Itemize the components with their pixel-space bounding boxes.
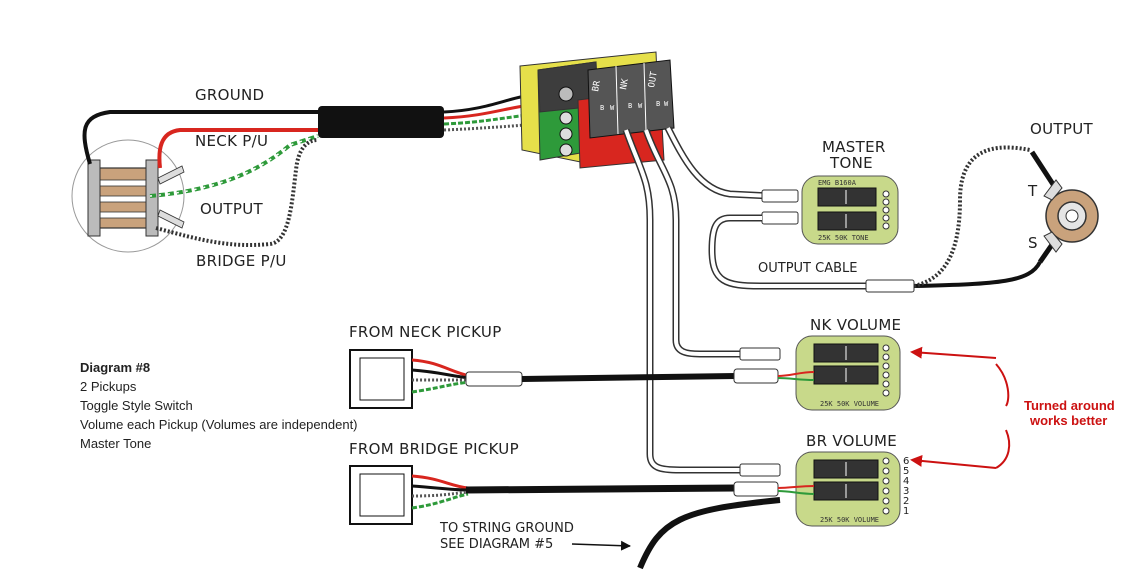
- legend-line: Volume each Pickup (Volumes are independ…: [80, 417, 358, 432]
- ground-label: GROUND: [195, 86, 264, 104]
- master-tone-board: EMG B160A 25K 50K TONE: [801, 175, 899, 245]
- svg-text:B: B: [600, 104, 604, 112]
- ground-wire: [82, 110, 318, 165]
- svg-text:3: 3: [903, 486, 909, 497]
- bridge-pickup-connector: [349, 465, 779, 525]
- svg-text:1: 1: [903, 506, 909, 517]
- bridge-pu-label: BRIDGE P/U: [196, 252, 287, 270]
- switch-label-nk: NK: [619, 78, 631, 91]
- annotation-line-1: Turned around: [1024, 398, 1115, 413]
- nk-volume-label: NK VOLUME: [810, 316, 901, 334]
- br-volume-label: BR VOLUME: [806, 432, 897, 450]
- neck-pu-label: NECK P/U: [195, 132, 268, 150]
- annotation: Turned around works better: [910, 346, 1115, 469]
- neck-pickup-connector: [349, 349, 779, 409]
- connector-nk-top: [739, 347, 781, 361]
- svg-text:B: B: [628, 102, 632, 110]
- pin-numbers: 6 5 4 3 2 1: [903, 456, 909, 517]
- bridge-wire: [155, 138, 319, 248]
- annotation-line-2: works better: [1029, 413, 1107, 428]
- switch-cable-sleeve: [318, 106, 444, 138]
- output-wire-label: OUTPUT: [200, 200, 263, 218]
- nk-volume-board: 25K 50K VOLUME: [777, 335, 901, 411]
- legend-line: Toggle Style Switch: [80, 398, 193, 413]
- master-tone-label-2: TONE: [829, 154, 873, 172]
- from-neck-label: FROM NECK PICKUP: [349, 323, 502, 341]
- svg-text:B: B: [656, 100, 660, 108]
- svg-text:6: 6: [903, 456, 909, 467]
- svg-text:W: W: [610, 104, 615, 112]
- svg-text:W: W: [664, 100, 669, 108]
- diagram-legend: Diagram #8 2 Pickups Toggle Style Switch…: [80, 358, 358, 453]
- neck-wire: [157, 128, 318, 169]
- tip-label: T: [1027, 182, 1038, 200]
- svg-text:5: 5: [903, 466, 909, 477]
- nk-board-text: 25K 50K VOLUME: [820, 400, 879, 408]
- br-volume-board: 25K 50K VOLUME: [777, 451, 901, 527]
- switch-label-out: OUT: [647, 70, 660, 88]
- toggle-switch: [71, 139, 185, 253]
- output-cable-label: OUTPUT CABLE: [758, 261, 857, 276]
- switch-label-br: BR: [591, 80, 603, 93]
- svg-text:W: W: [638, 102, 643, 110]
- legend-line: 2 Pickups: [80, 379, 137, 394]
- string-ground-arrow: [571, 540, 631, 551]
- svg-text:2: 2: [903, 496, 909, 507]
- string-ground-label-1: TO STRING GROUND: [439, 521, 574, 536]
- master-tone-label-1: MASTER: [822, 138, 886, 156]
- svg-text:4: 4: [903, 476, 909, 487]
- br-board-text: 25K 50K VOLUME: [820, 516, 879, 524]
- tone-board-top-text: EMG B160A: [818, 179, 857, 187]
- output-cable-sleeve-wire: [913, 260, 1042, 288]
- legend-title: Diagram #8: [80, 360, 151, 375]
- sleeve-label: S: [1028, 234, 1038, 252]
- output-cable-connector: [865, 279, 915, 293]
- switch-cables: [622, 126, 771, 474]
- from-bridge-label: FROM BRIDGE PICKUP: [349, 440, 519, 458]
- output-jack-label: OUTPUT: [1030, 120, 1093, 138]
- tone-board-bottom-text: 25K 50K TONE: [818, 234, 869, 242]
- connector-tone-top: [761, 189, 799, 203]
- string-ground-wire: [637, 497, 781, 570]
- string-ground-label-2: SEE DIAGRAM #5: [440, 537, 553, 552]
- output-jack: [1029, 150, 1099, 264]
- connector-br-top: [739, 463, 781, 477]
- legend-line: Master Tone: [80, 436, 152, 451]
